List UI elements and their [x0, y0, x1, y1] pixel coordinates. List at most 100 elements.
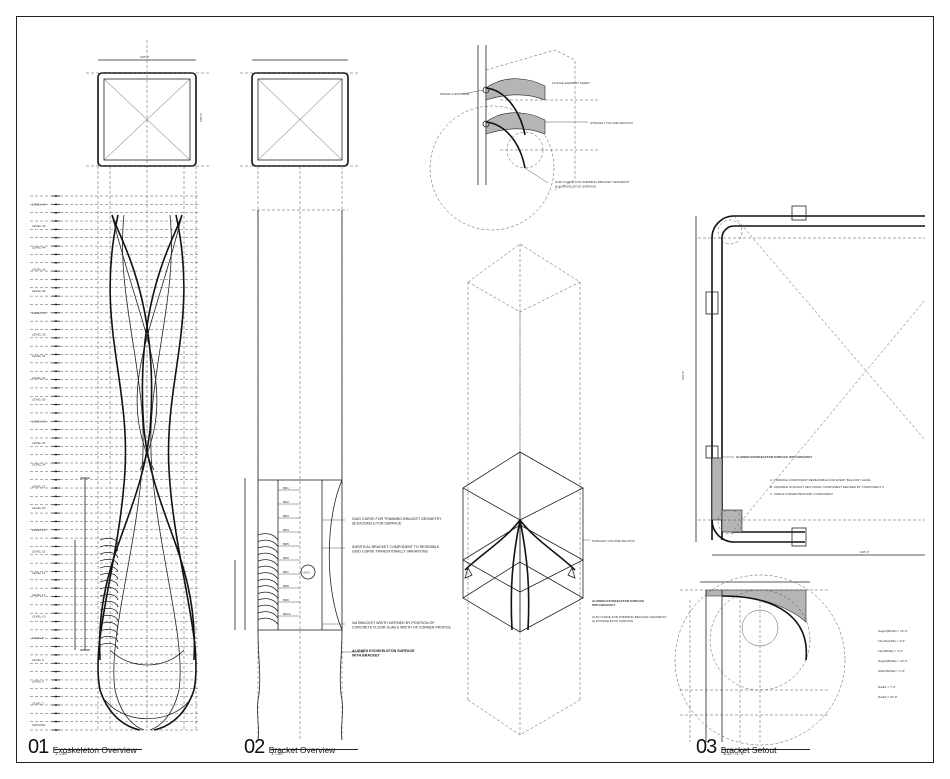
level-label: LEVEL 48 [32, 202, 46, 206]
v03-note-a: A. CORNICE COMPONENT REPEATABLE FOR EVER… [770, 478, 872, 482]
level-label: LEVEL 4 [32, 680, 44, 684]
radii-value: Flex(SHAPE) = 4'-0" [878, 639, 905, 643]
v03-dim-left: 108'-0" [681, 371, 685, 380]
level-marker [55, 295, 57, 298]
bracket-tick-label: BR6 [283, 556, 289, 560]
level-marker [55, 445, 57, 448]
view-02-number: 02 [244, 736, 265, 758]
v03-radii-list: Height(BASE) = 16'-0"Flex(SHAPE) = 4'-0"… [878, 629, 908, 699]
level-marker [55, 537, 57, 540]
level-marker [55, 553, 57, 556]
view-title-03: 03 Bracket Setout 3/32"=1'-0" [696, 736, 810, 759]
level-marker [55, 653, 57, 656]
level-label: LEVEL 40 [32, 289, 46, 293]
level-label: LEVEL 28 [32, 419, 46, 423]
level-marker [55, 203, 57, 206]
v02-note-identical: IDENTICAL BRACKET COMPONENT TO RESEMBLE [352, 545, 440, 549]
level-label: GROUND [32, 723, 46, 727]
bracket-rib [257, 539, 279, 547]
v02-plan [240, 59, 360, 167]
v01-plan-dim-side: 108'-0" [199, 113, 203, 122]
level-marker [55, 512, 57, 515]
radii-value: Radii2 = 20'-0" [878, 695, 898, 699]
level-marker [55, 303, 57, 306]
bracket-rib [257, 604, 279, 612]
level-marker [55, 261, 57, 264]
bracket-tick-label: BR3 [283, 514, 289, 518]
level-label: LEVEL 38 [32, 311, 46, 315]
view-03-number: 03 [696, 736, 717, 758]
level-marker [55, 311, 57, 314]
level-label: LEVEL 26 [32, 441, 46, 445]
view-03-title: Bracket Setout [720, 745, 777, 755]
bracket-rib [99, 565, 119, 573]
bracket-rib [257, 552, 279, 560]
bracket-rib [257, 533, 279, 541]
level-marker [55, 220, 57, 223]
bracket-rib [99, 635, 119, 643]
level-label: LEVEL 44 [32, 246, 46, 250]
level-marker [55, 570, 57, 573]
level-marker [55, 595, 57, 598]
level-marker [55, 328, 57, 331]
level-label: LEVEL 32 [32, 376, 46, 380]
v01-plan: 108'-0" 108'-0" [86, 55, 210, 167]
detail-flange-label: FLANGE ELEMENT SHEET [552, 81, 590, 85]
v01-bracket-ribs [99, 537, 119, 650]
bracket-rib [99, 558, 119, 566]
detail-swale-curvature-label: SWALE CURVATURE [440, 92, 469, 96]
bracket-tick-label: BR4 [283, 528, 289, 532]
level-marker [55, 528, 57, 531]
bracket-tick-label: BR5 [283, 542, 289, 546]
radii-value: Radii1 = 7'-0" [878, 685, 896, 689]
level-marker [55, 428, 57, 431]
bracket-rib [257, 591, 279, 599]
level-marker [55, 545, 57, 548]
detail-swale: SWALE CURVATURE FLANGE ELEMENT SHEET STR… [429, 45, 633, 231]
level-marker [55, 395, 57, 398]
bracket-rib [99, 621, 119, 629]
view-01-number: 01 [28, 736, 49, 758]
level-marker [55, 353, 57, 356]
bracket-rib [99, 600, 119, 608]
axo-aligned-label: ALIGNED EXOSKELETON SURFACE [592, 599, 644, 603]
level-marker [55, 470, 57, 473]
level-marker [55, 195, 57, 197]
detail-guid-label: GUID CURVE FOR TRIMMING BRACKET GEOMETRY [555, 180, 630, 184]
level-label: LEVEL 42 [32, 267, 46, 271]
view-03-scale: 3/32"=1'-0" [723, 751, 745, 756]
level-label: LEVEL 2 [32, 701, 44, 705]
level-marker [55, 487, 57, 490]
radii-value: Width(BASE) = 1'-6" [878, 669, 905, 673]
level-marker [55, 420, 57, 423]
level-label: LEVEL 6 [32, 658, 44, 662]
level-marker [55, 236, 57, 239]
level-label: LEVEL 12 [32, 593, 46, 597]
level-label: LEVEL 18 [32, 528, 46, 532]
bracket-rib [99, 607, 119, 615]
level-marker [55, 612, 57, 615]
view-03-setout: 108'-0" 108'-0" ALIGNED EXOSKELETON SURF… [674, 205, 926, 746]
bracket-rib [99, 586, 119, 594]
v02-detail-callout: EXO [304, 571, 311, 575]
level-marker [55, 503, 57, 506]
level-marker [55, 478, 57, 481]
bracket-rib [257, 578, 279, 586]
level-marker [55, 729, 57, 731]
bracket-rib [257, 585, 279, 593]
level-marker [55, 603, 57, 606]
bracket-rib [99, 537, 119, 545]
v03-dim-bottom: 108'-0" [860, 550, 869, 554]
level-marker [55, 695, 57, 698]
view-02-scale: 1"=30' [271, 751, 284, 756]
level-marker [55, 578, 57, 581]
level-marker [55, 645, 57, 648]
level-marker [55, 587, 57, 590]
level-marker [55, 345, 57, 348]
level-label: LEVEL 8 [32, 636, 44, 640]
bracket-rib [257, 546, 279, 554]
level-marker [55, 320, 57, 323]
